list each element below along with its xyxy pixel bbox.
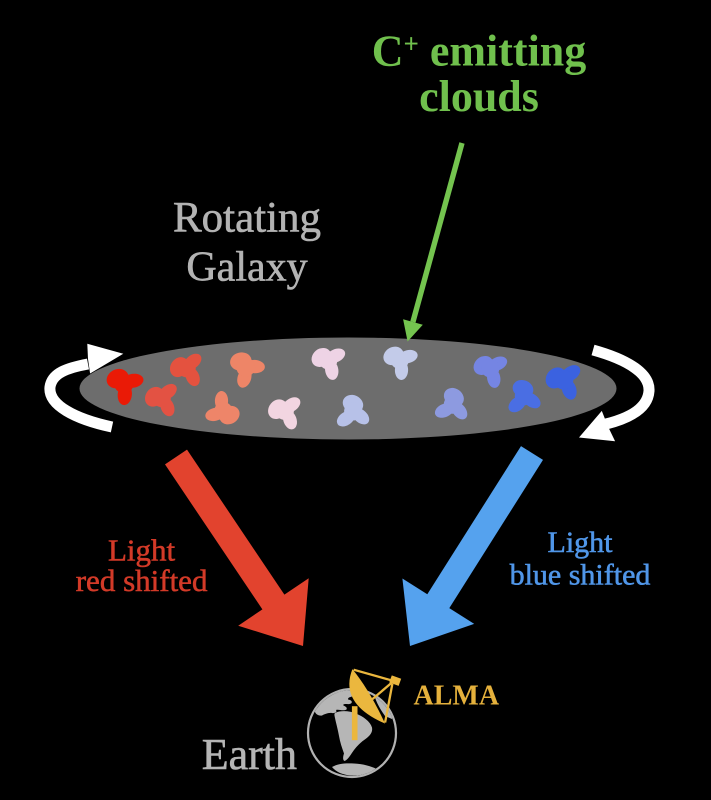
svg-text:Galaxy: Galaxy [186, 244, 307, 290]
svg-text:red shifted: red shifted [76, 563, 208, 598]
svg-text:Light: Light [108, 532, 176, 567]
svg-text:Earth: Earth [202, 730, 297, 779]
svg-text:Rotating: Rotating [173, 195, 321, 242]
svg-text:C+ emitting: C+ emitting [372, 27, 587, 76]
svg-text:clouds: clouds [419, 72, 539, 121]
svg-text:blue shifted: blue shifted [510, 559, 651, 592]
svg-text:Light: Light [548, 526, 614, 559]
svg-text:ALMA: ALMA [414, 681, 500, 712]
